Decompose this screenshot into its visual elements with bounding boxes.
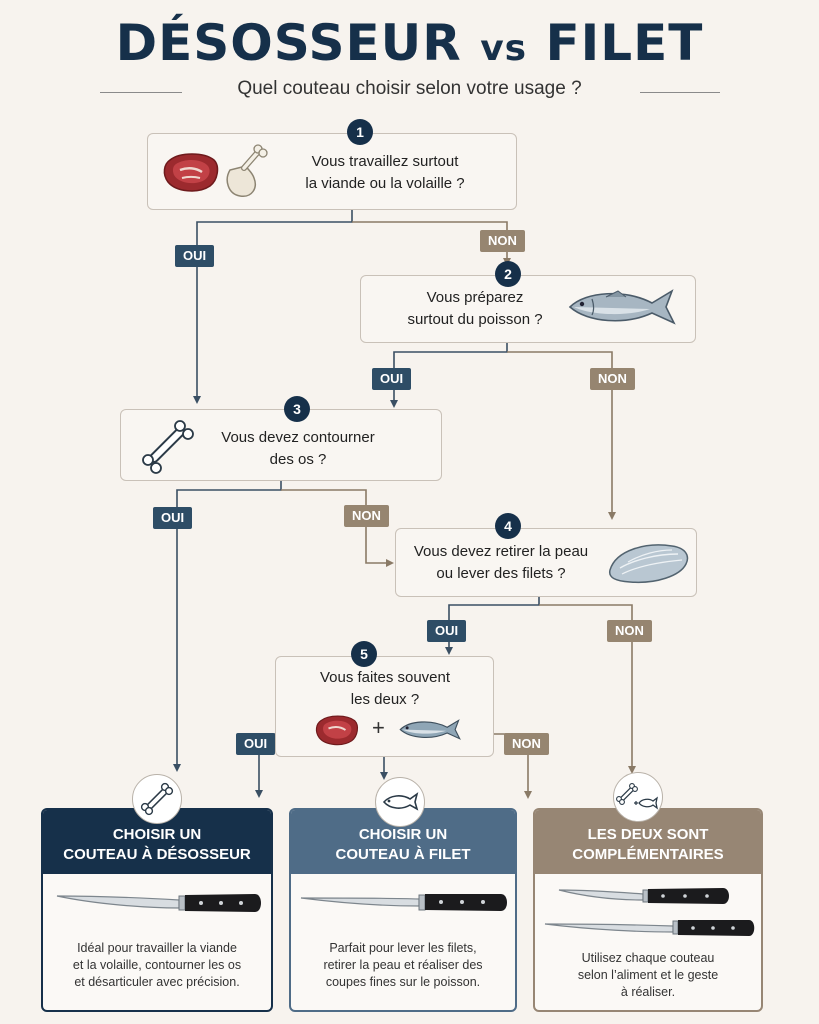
q1-no-tag: NON [480, 230, 525, 252]
question-3-number: 3 [284, 396, 310, 422]
q5-yes-tag: OUI [236, 733, 276, 755]
boning-knife-icon [56, 894, 261, 912]
plus-sign: + [372, 715, 385, 740]
fish-icon [382, 792, 419, 811]
page-subtitle: Quel couteau choisir selon votre usage ? [237, 78, 582, 99]
result-fillet-icon-badge [375, 777, 425, 827]
question-4-number: 4 [495, 513, 521, 539]
boning-knife-icon [558, 888, 729, 904]
fish-fillet-icon [608, 544, 689, 584]
fillet-knife-icon [544, 920, 755, 936]
page-title: DÉSOSSEUR vs FILET [115, 14, 704, 72]
fillet-knife-icon [300, 894, 507, 911]
fish-icon [568, 289, 676, 325]
result-boning-icon-badge [132, 774, 182, 824]
chicken-leg-icon [226, 144, 268, 197]
result-fillet-knife-description: Parfait pour lever les filets,retirer la… [323, 941, 483, 989]
question-5-number: 5 [351, 641, 377, 667]
connector-q4-non [539, 604, 636, 774]
connector-q1-oui [193, 210, 353, 404]
question-5-box [275, 656, 494, 757]
q4-no-tag: NON [607, 620, 652, 642]
connector-q2-non [507, 351, 616, 520]
q4-yes-tag: OUI [427, 620, 467, 642]
steak-icon [315, 715, 359, 746]
steak-icon [163, 153, 219, 192]
q3-no-tag: NON [344, 505, 389, 527]
connector-q3-oui [173, 481, 282, 772]
subtitle-rule-left [100, 92, 182, 93]
q2-yes-tag: OUI [372, 368, 412, 390]
bone-icon [142, 420, 194, 474]
result-both-icon-badge [613, 772, 663, 822]
q2-no-tag: NON [590, 368, 635, 390]
question-2-number: 2 [495, 261, 521, 287]
q1-yes-tag: OUI [175, 245, 215, 267]
bone-and-fish-icon [616, 783, 658, 810]
q3-yes-tag: OUI [153, 507, 193, 529]
bone-icon [140, 782, 174, 816]
q5-no-tag: NON [504, 733, 549, 755]
subtitle-rule-right [640, 92, 720, 93]
question-1-number: 1 [347, 119, 373, 145]
fish-icon [399, 719, 461, 740]
